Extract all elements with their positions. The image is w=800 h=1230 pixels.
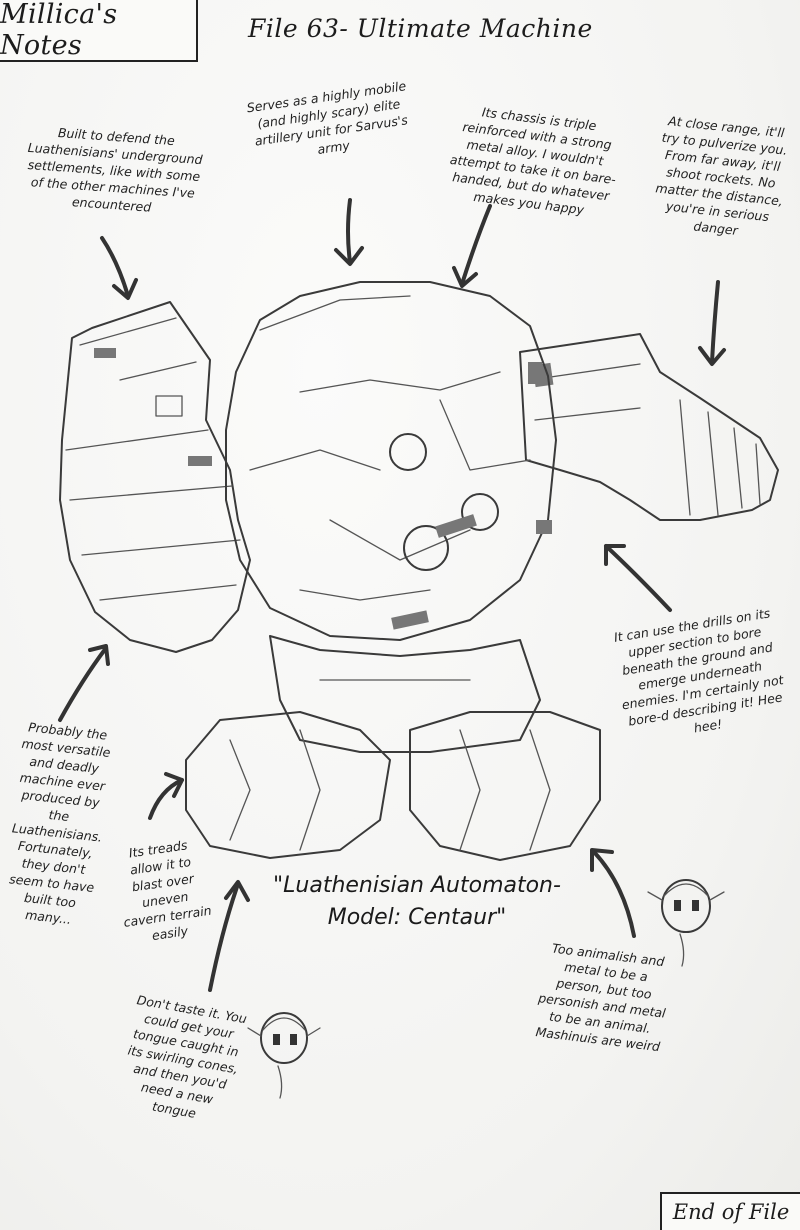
caption-line-2: Model: Centaur" bbox=[327, 905, 507, 930]
note-animalish: Too animalish and metal to be a person, … bbox=[534, 940, 667, 1055]
notebook-title: Millica's Notes bbox=[0, 0, 118, 61]
end-of-file-box: End of File bbox=[660, 1192, 800, 1230]
note-treads: Its treads allow it to blast over uneven… bbox=[122, 837, 213, 944]
right-drill-arm bbox=[519, 333, 779, 521]
chibi-doodle-left bbox=[247, 1012, 321, 1099]
note-arrows bbox=[58, 198, 726, 992]
caption-line-1: "Luathenisian Automaton- bbox=[273, 873, 561, 898]
notebook-title-box: Millica's Notes bbox=[0, 0, 198, 62]
machine-caption: "Luathenisian Automaton- Model: Centaur" bbox=[262, 870, 572, 934]
chibi-doodle-right bbox=[647, 879, 725, 967]
end-of-file-label: End of File bbox=[672, 1200, 790, 1224]
main-body bbox=[225, 281, 557, 641]
note-range: At close range, it'll try to pulverize y… bbox=[654, 113, 789, 238]
note-defend: Built to defend the Luathenisians' under… bbox=[27, 125, 204, 215]
lower-treads bbox=[185, 635, 601, 861]
left-drill-arm bbox=[59, 301, 251, 653]
file-title: File 63- Ultimate Machine bbox=[248, 14, 593, 43]
note-taste: Don't taste it. You could get your tongu… bbox=[126, 992, 248, 1121]
note-chassis: Its chassis is triple reinforced with a … bbox=[449, 104, 617, 218]
